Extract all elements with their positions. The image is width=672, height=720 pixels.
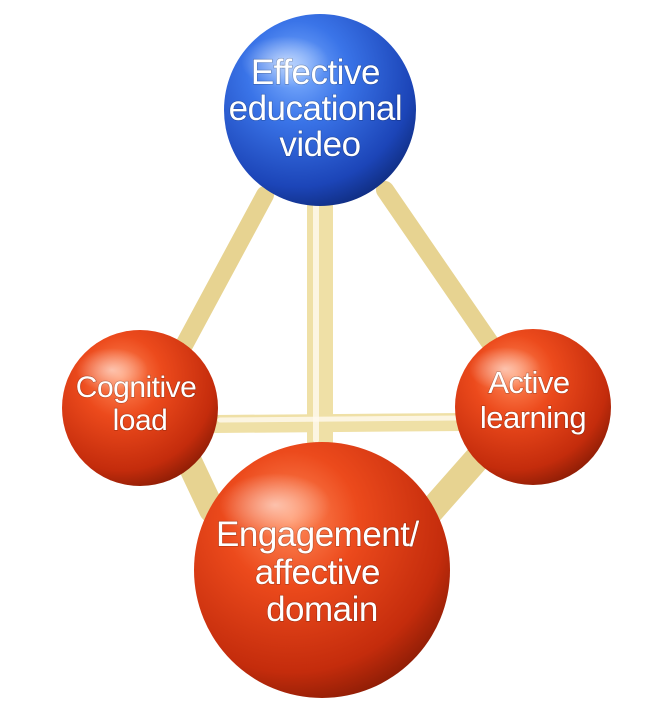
node-engagement-affective-domain: Engagement/ affective domain: [194, 442, 450, 698]
node-label-effective-educational-video: Effective educational video: [229, 53, 412, 164]
connector-top-right: [376, 181, 504, 359]
sphere-highlight: [219, 473, 331, 537]
node-effective-educational-video: Effective educational video: [224, 14, 416, 206]
connector-left-right-highlight: [217, 415, 463, 423]
connector-top-left: [166, 186, 274, 371]
node-active-learning: Active learning: [455, 329, 611, 485]
node-label-engagement-affective-domain: Engagement/ affective domain: [216, 515, 428, 629]
node-label-cognitive-load: Cognitive load: [76, 371, 204, 437]
sphere-highlight: [241, 36, 329, 88]
node-label-active-learning: Active learning: [480, 365, 586, 435]
connector-left-right: [206, 413, 474, 433]
node-cognitive-load: Cognitive load: [62, 330, 218, 486]
sphere-highlight: [469, 347, 541, 391]
sphere-highlight: [76, 348, 148, 392]
